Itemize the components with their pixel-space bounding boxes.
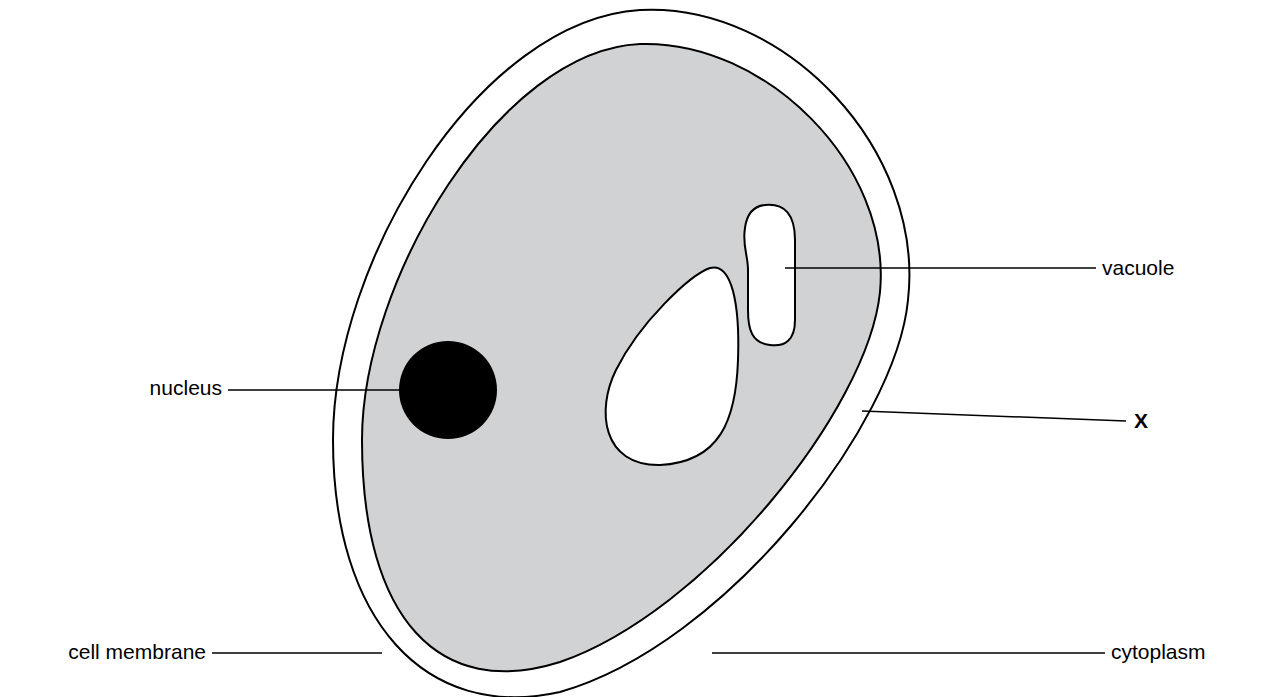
cell-wall — [333, 10, 909, 697]
cell-membrane-outline — [362, 44, 881, 671]
part-label: cytoplasm — [1111, 639, 1206, 664]
vacuole-shape — [744, 205, 795, 346]
nucleus-shape — [399, 341, 497, 439]
part-label: X — [1134, 408, 1148, 433]
part-label: cell membrane — [68, 639, 206, 664]
leader-lines — [212, 268, 1126, 653]
part-label: nucleus — [150, 375, 222, 400]
vacuole-shape — [606, 267, 739, 465]
part-label: vacuole — [1102, 255, 1174, 280]
